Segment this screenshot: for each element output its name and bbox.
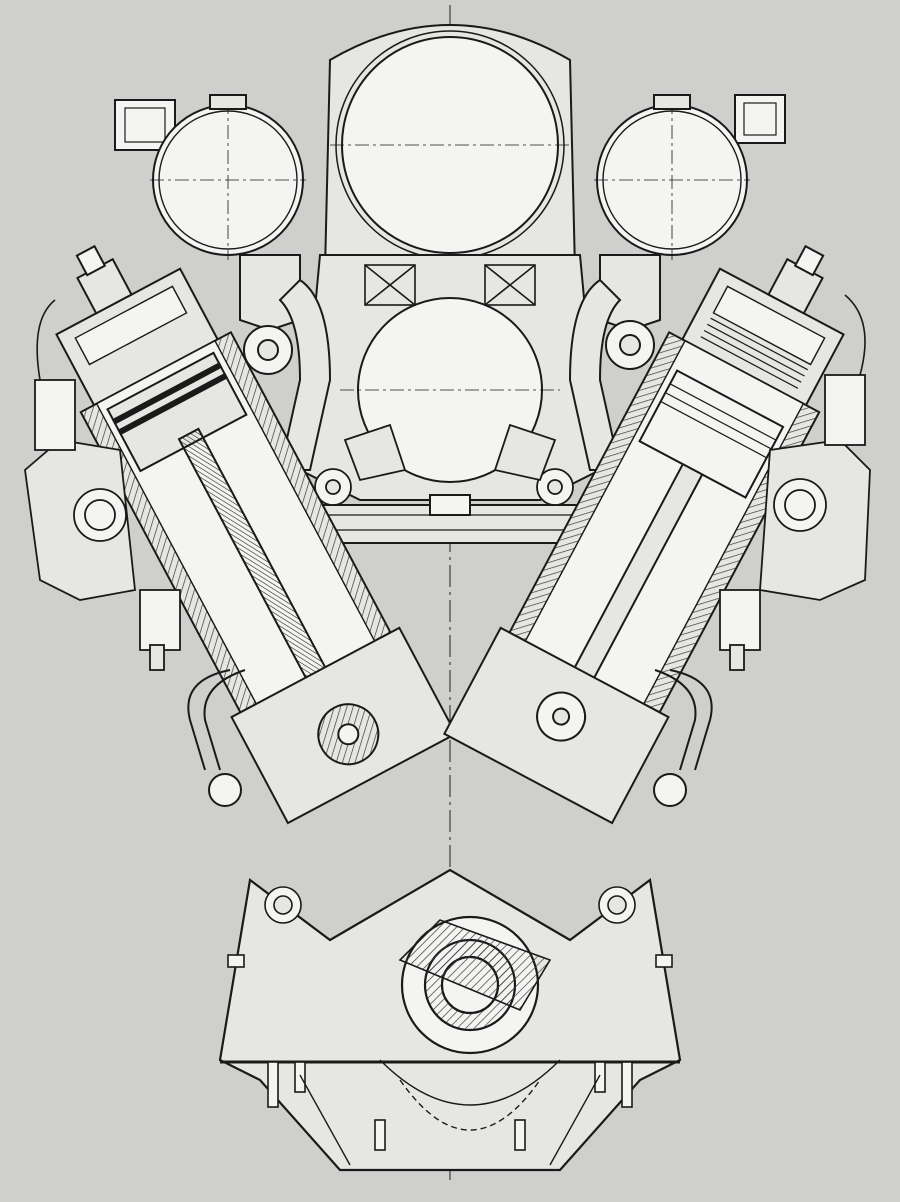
manifold-pivot-fittings (314, 423, 574, 506)
left-fuel-pump-assembly (24, 299, 181, 671)
crankcase-bolts (227, 886, 673, 1151)
right-fuel-pump-assembly (719, 294, 871, 671)
right-cylinder-bank (442, 244, 845, 825)
left-cylinder-bank (55, 244, 458, 825)
oil-sump-outline (299, 1074, 601, 1171)
left-oil-pipe-loop (187, 669, 246, 807)
crankcase (218, 868, 682, 1172)
right-oil-pipe-loop (653, 669, 713, 807)
left-turbocharger (114, 94, 332, 471)
right-turbocharger (568, 94, 786, 471)
manifold-cross-braces (364, 264, 536, 306)
top-air-receiver-housing (323, 24, 577, 271)
